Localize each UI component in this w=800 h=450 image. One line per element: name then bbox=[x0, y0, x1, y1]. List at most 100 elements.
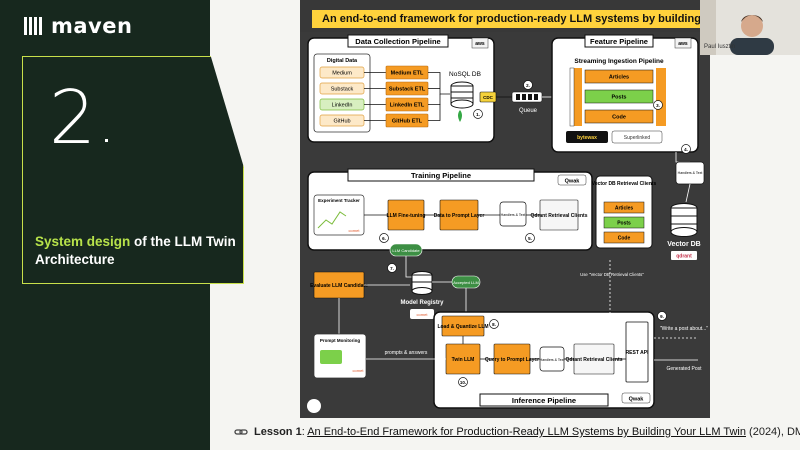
twin-llm-box: Twin LLM bbox=[445, 343, 481, 375]
feature-posts: Posts bbox=[584, 89, 654, 104]
load-quantize-label: Load & Quantize LLM bbox=[437, 324, 488, 330]
etl-medium: Medium ETL bbox=[385, 65, 429, 80]
training-pipeline: Training Pipeline Qwak Experiment Tracke… bbox=[307, 168, 593, 251]
feature-label: Articles bbox=[609, 75, 629, 81]
prompt-monitoring-label: Prompt Monitoring bbox=[320, 338, 360, 343]
source-substack: Substack bbox=[319, 82, 365, 95]
etl-label: Substack ETL bbox=[389, 87, 426, 93]
etl-github: GitHub ETL bbox=[385, 113, 429, 128]
etl-label: Medium ETL bbox=[391, 71, 424, 77]
digital-data-label: Digital Data bbox=[327, 58, 358, 64]
vdb-code: Code bbox=[603, 231, 645, 244]
section-dot bbox=[105, 139, 108, 142]
llm-finetuning-box: LLM Fine-tuning bbox=[387, 199, 426, 231]
vector-db-label: Vector DB bbox=[667, 241, 700, 248]
feature-label: Code bbox=[612, 115, 626, 121]
etl-label: LinkedIn ETL bbox=[390, 103, 425, 109]
step-8: 8. bbox=[492, 322, 496, 327]
vector-db-section: Vector DB Retrieval Clients Articles Pos… bbox=[592, 175, 701, 260]
aws-logo-2: aws bbox=[678, 41, 688, 47]
query-to-prompt-label: Query to Prompt Layer bbox=[485, 357, 539, 363]
data-to-prompt-label: Data to Prompt Layer bbox=[434, 213, 485, 219]
slide-title: An end-to-end framework for production-r… bbox=[312, 10, 700, 28]
aws-logo-1: aws bbox=[475, 41, 485, 47]
vdb-clients-label: Vector DB Retrieval Clients bbox=[592, 181, 657, 187]
brand-logo: maven bbox=[24, 14, 132, 38]
data-to-prompt-box: Data to Prompt Layer bbox=[434, 199, 485, 231]
etl-label: GitHub ETL bbox=[392, 119, 423, 125]
superlinked-logo: Superlinked bbox=[624, 135, 651, 141]
link-chain-icon bbox=[234, 429, 248, 435]
source-linkedin: LinkedIn bbox=[319, 98, 365, 111]
llm-candidate-label: LLM Candidate bbox=[392, 248, 420, 253]
qdrant-logo: qdrant bbox=[676, 254, 692, 260]
section-card: 2 System design of the LLM Twin Architec… bbox=[22, 56, 244, 284]
brand-name: maven bbox=[51, 14, 133, 38]
accepted-llm-label: Accepted LLM bbox=[453, 280, 479, 285]
caption: Lesson 1: An End-to-End Framework for Pr… bbox=[234, 426, 800, 438]
step-3: 3. bbox=[656, 103, 660, 108]
load-quantize-box: Load & Quantize LLM bbox=[437, 315, 489, 337]
presenter-name: Paul Iusztin bbox=[704, 44, 736, 50]
bytewax-logo: bytewax bbox=[577, 135, 597, 141]
decodingml-logo-icon bbox=[307, 399, 321, 413]
evaluate-llm-box: Evaluate LLM Candidate bbox=[310, 271, 368, 299]
qwak-logo-2: Qwak bbox=[629, 397, 645, 403]
feature-pipeline-title: Feature Pipeline bbox=[590, 37, 648, 46]
architecture-diagram: Data Collection Pipeline aws Digital Dat… bbox=[300, 32, 710, 418]
source-github: GitHub bbox=[319, 114, 365, 127]
step-4: 4. bbox=[684, 147, 688, 152]
caption-suffix: (2024), DML bbox=[749, 426, 800, 438]
vdb-posts: Posts bbox=[603, 216, 645, 229]
step-7: 7. bbox=[390, 266, 394, 271]
handlers-label-2: Handlers & Text bbox=[501, 213, 526, 217]
generated-post-label: Generated Post bbox=[666, 366, 702, 372]
handlers-label: Handlers & Text bbox=[678, 171, 703, 175]
presenter-video-icon bbox=[700, 0, 800, 55]
evaluate-label: Evaluate LLM Candidate bbox=[310, 283, 368, 289]
llm-ft-label: LLM Fine-tuning bbox=[387, 213, 426, 219]
data-collection-title: Data Collection Pipeline bbox=[355, 37, 440, 46]
step-10: 10. bbox=[460, 380, 466, 385]
step-5: 5. bbox=[528, 236, 532, 241]
etl-substack: Substack ETL bbox=[385, 81, 429, 96]
feature-pipeline: Feature Pipeline aws Streaming Ingestion… bbox=[551, 34, 699, 153]
source-label: GitHub bbox=[333, 119, 350, 125]
maven-logo-icon bbox=[24, 17, 44, 35]
qdrant-clients-label: Qdrant Retrieval Clients bbox=[566, 357, 623, 363]
source-medium: Medium bbox=[319, 66, 365, 79]
caption-prefix: Lesson 1 bbox=[254, 426, 302, 438]
section-number: 2 bbox=[49, 75, 97, 161]
left-panel: maven 2 System design of the LLM Twin Ar… bbox=[0, 0, 244, 450]
prompt-monitoring-box: Prompt Monitoring comet bbox=[313, 333, 367, 379]
vdb-item-label: Code bbox=[618, 236, 631, 242]
source-label: LinkedIn bbox=[332, 103, 353, 109]
nosql-db-icon bbox=[450, 81, 474, 109]
step-9: 9. bbox=[660, 314, 664, 319]
caption-link[interactable]: An End-to-End Framework for Production-R… bbox=[307, 426, 746, 438]
use-vdb-label: Use "Vector DB Retrieval Clients" bbox=[580, 272, 644, 277]
vdb-articles: Articles bbox=[603, 201, 645, 214]
rest-api-label: REST API bbox=[626, 350, 649, 356]
streaming-label: Streaming Ingestion Pipeline bbox=[574, 58, 664, 65]
comet-logo-3: comet bbox=[353, 368, 365, 373]
feature-code: Code bbox=[584, 109, 654, 124]
feature-articles: Articles bbox=[584, 69, 654, 84]
twin-llm-label: Twin LLM bbox=[452, 357, 475, 363]
prompts-answers-label: prompts & answers bbox=[385, 350, 428, 356]
step-1: 1. bbox=[476, 112, 480, 117]
queue-label: Queue bbox=[519, 108, 538, 114]
data-collection-pipeline: Data Collection Pipeline aws Digital Dat… bbox=[307, 34, 495, 143]
rest-api-box: REST API bbox=[626, 321, 649, 383]
section-title: System design of the LLM Twin Architectu… bbox=[35, 233, 240, 269]
experiment-tracker-label: Experiment Tracker bbox=[318, 198, 360, 203]
step-2: 2. bbox=[526, 83, 530, 88]
training-pipeline-title: Training Pipeline bbox=[411, 171, 471, 180]
queue-icon bbox=[511, 91, 543, 103]
feature-label: Posts bbox=[612, 95, 627, 101]
model-registry-label: Model Registry bbox=[400, 300, 444, 306]
mongodb-leaf-icon bbox=[458, 110, 462, 122]
inference-pipeline-title: Inference Pipeline bbox=[512, 396, 576, 405]
vdb-item-label: Posts bbox=[617, 221, 631, 227]
section-title-accent: System design bbox=[35, 234, 131, 249]
